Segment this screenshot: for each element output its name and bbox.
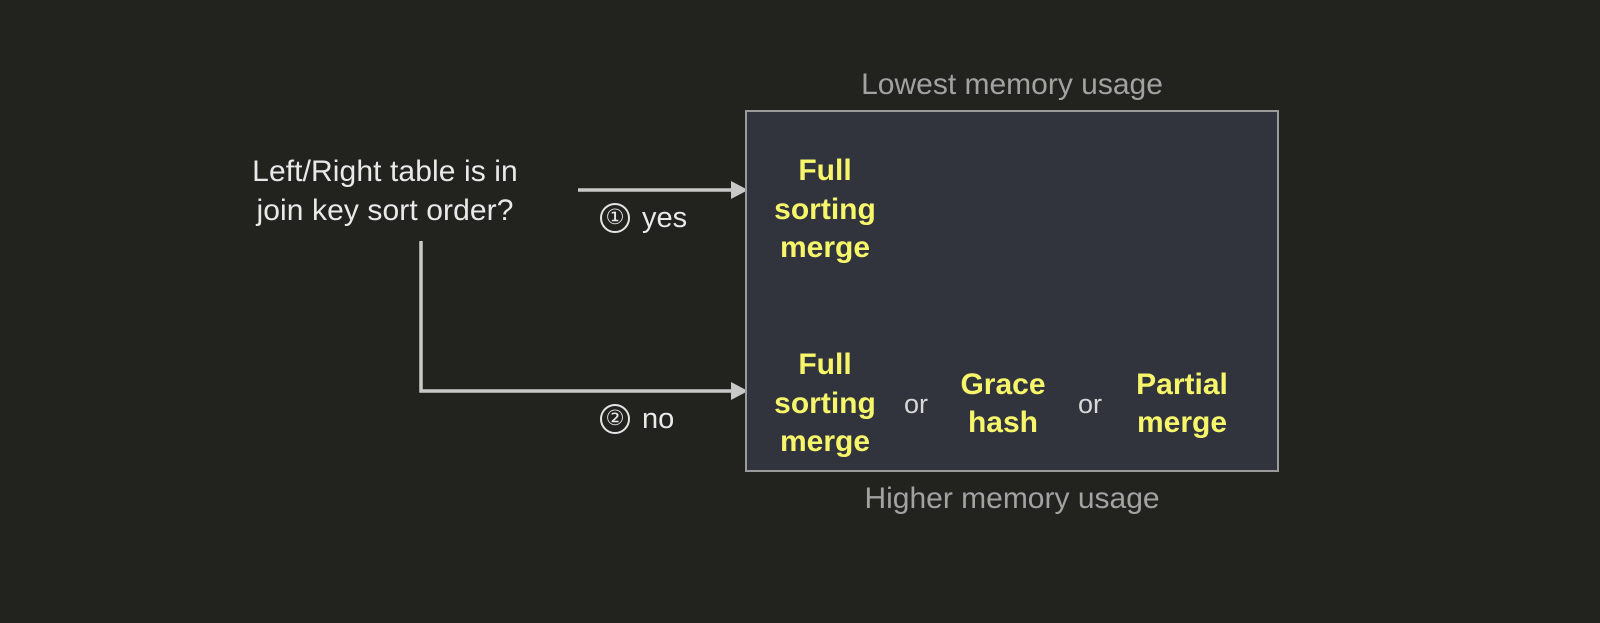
sorted-branch-options: Full sorting merge (747, 140, 1277, 280)
branch-number-1: ① (600, 203, 630, 233)
branch-text-no: no (642, 402, 675, 435)
option-separator-2: or (1077, 388, 1102, 419)
option-full-sorting-merge-sorted: Full sorting merge (774, 154, 876, 265)
branch-text-yes: yes (642, 201, 688, 234)
caption-lowest-memory: Lowest memory usage (861, 68, 1163, 101)
branch-number-2: ② (600, 404, 630, 434)
option-full-sorting-merge-unsorted: Full sorting merge (774, 348, 876, 459)
option-grace-hash: Grace hash (960, 367, 1046, 439)
branch-label-yes: ① yes (600, 203, 687, 233)
arrow-no-line (419, 241, 731, 393)
option-separator-1: or (903, 388, 928, 419)
branch-label-no: ② no (600, 404, 674, 434)
join-algorithms-box: Full sorting merge Full sorting merge or… (745, 110, 1279, 472)
unsorted-branch-options: Full sorting merge or Grace hash or Part… (747, 334, 1277, 474)
decision-question: Left/Right table is in join key sort ord… (252, 155, 518, 227)
option-partial-merge: Partial merge (1136, 367, 1228, 439)
caption-higher-memory: Higher memory usage (864, 482, 1160, 515)
